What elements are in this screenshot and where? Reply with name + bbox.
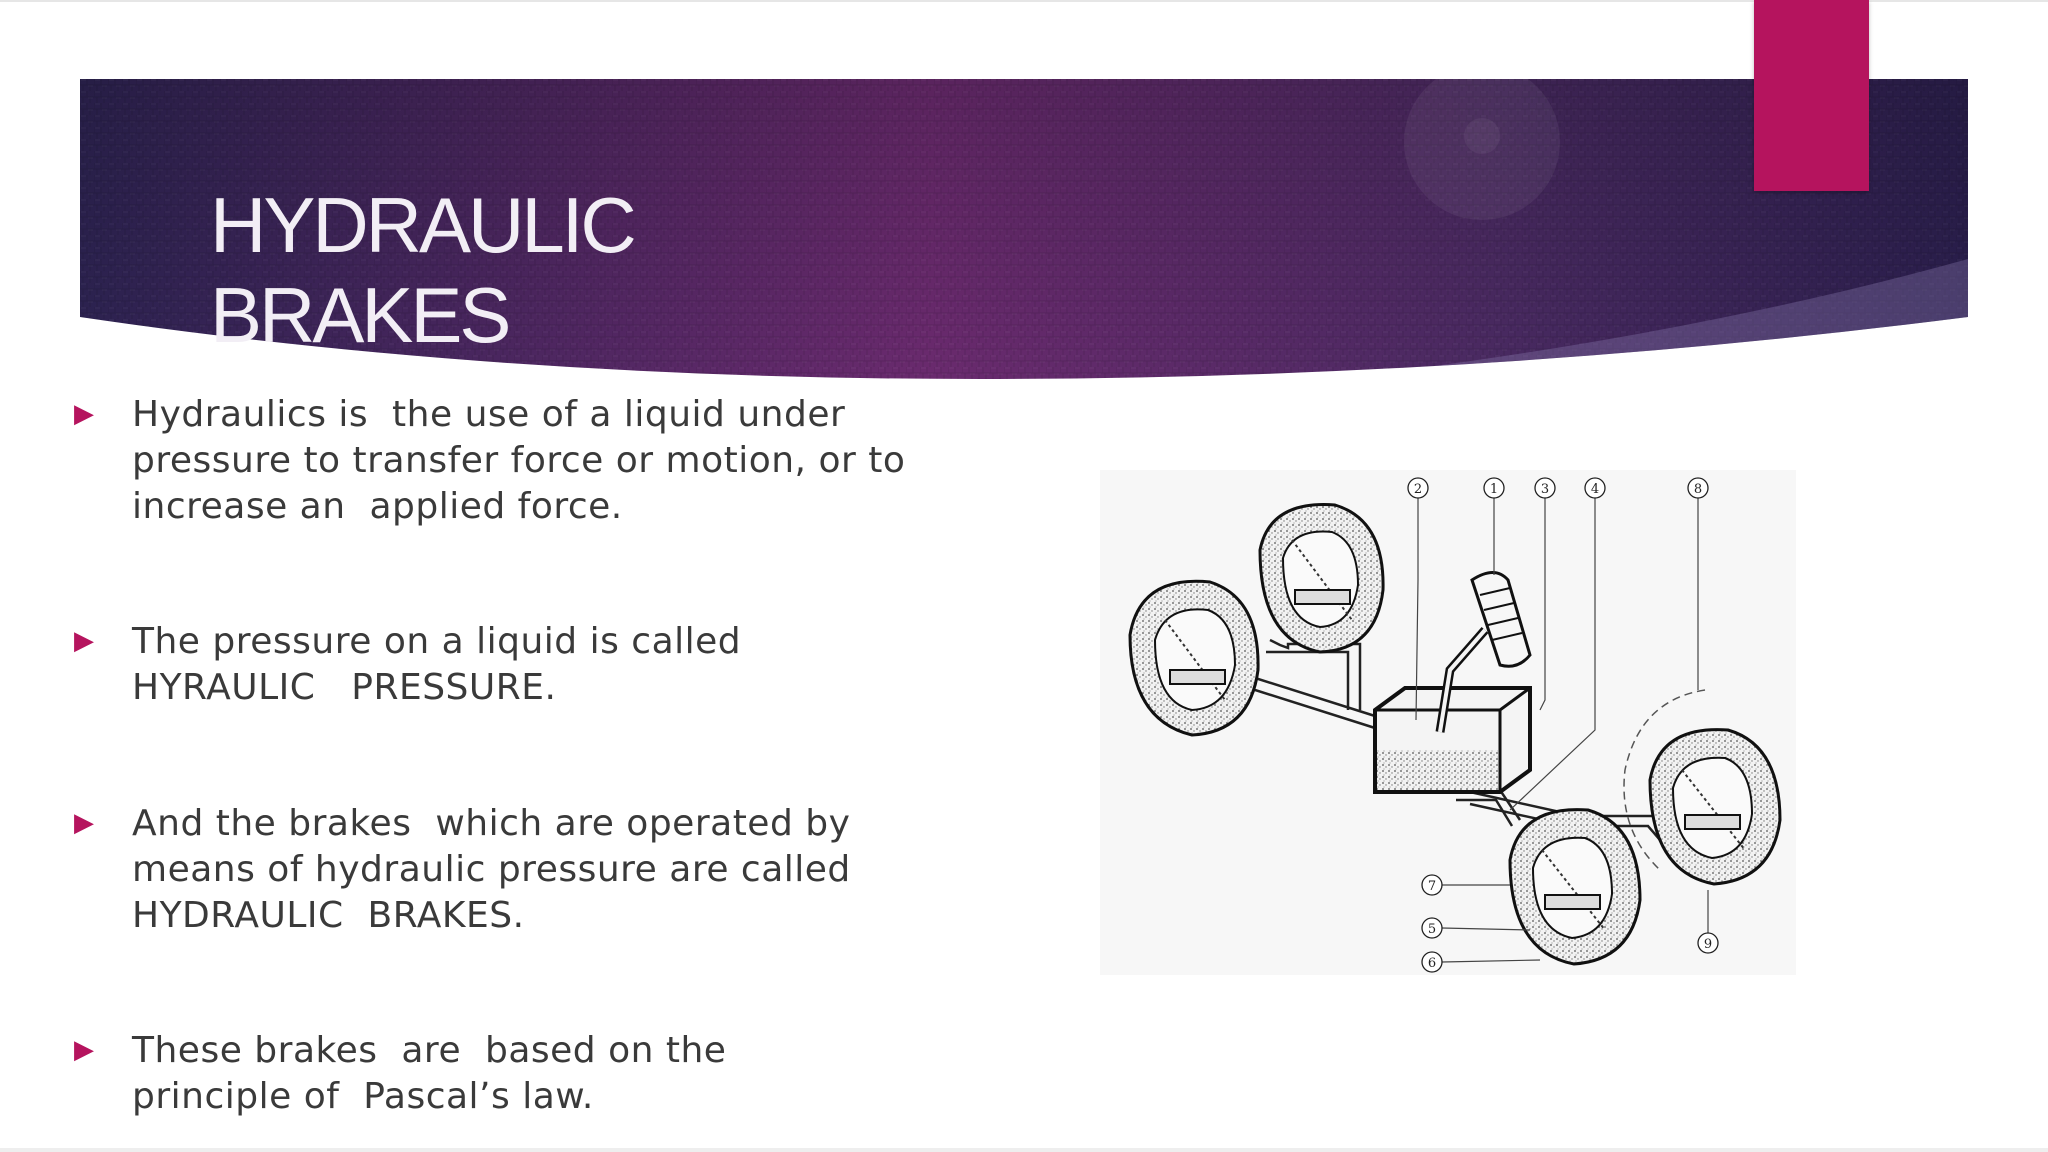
top-divider: [0, 0, 2048, 2]
title-banner: [80, 79, 1968, 379]
bullet-arrow-icon: ▶: [74, 399, 94, 429]
bullet-line: The pressure on a liquid is called: [132, 621, 742, 662]
bullet-line: HYDRAULIC BRAKES.: [132, 895, 525, 936]
bullet-text: And the brakes which are operated by mea…: [132, 801, 972, 939]
callout-number: 4: [1591, 482, 1599, 497]
brake-drum-rear-left: [1508, 808, 1642, 966]
bullet-line: HYRAULIC PRESSURE.: [132, 667, 557, 708]
callout-2: 2: [1407, 477, 1429, 499]
callout-number: 8: [1694, 482, 1702, 497]
callout-number: 5: [1428, 922, 1436, 937]
bullet-line: Hydraulics is the use of a liquid under: [132, 394, 846, 435]
callout-number: 3: [1541, 482, 1549, 497]
bullet-arrow-icon: ▶: [74, 1035, 94, 1065]
callout-4: 4: [1584, 477, 1606, 499]
callout-7: 7: [1421, 874, 1443, 896]
brake-drum-front-right: [1258, 503, 1385, 654]
bottom-divider: [0, 1148, 2048, 1152]
bullet-text: The pressure on a liquid is called HYRAU…: [132, 619, 972, 711]
bullet-line: These brakes are based on the: [132, 1030, 727, 1071]
callout-9: 9: [1697, 932, 1719, 954]
accent-tab: [1754, 0, 1869, 191]
callout-number: 7: [1428, 879, 1436, 894]
brake-drum-front-left: [1128, 579, 1260, 737]
brake-pedal: [1435, 571, 1532, 733]
bullet-arrow-icon: ▶: [74, 626, 94, 656]
callout-6: 6: [1421, 951, 1443, 973]
callout-number: 1: [1490, 482, 1498, 497]
bullet-line: pressure to transfer force or motion, or…: [132, 440, 906, 481]
hydraulic-brake-diagram: 2 1 3 4 8: [1100, 470, 1796, 975]
bullet-text: These brakes are based on the principle …: [132, 1028, 972, 1120]
callout-3: 3: [1534, 477, 1556, 499]
callout-1: 1: [1483, 477, 1505, 499]
leader-lines: [1415, 495, 1709, 963]
callout-8: 8: [1687, 477, 1709, 499]
wheel-outline: [1623, 689, 1706, 871]
bullet-arrow-icon: ▶: [74, 808, 94, 838]
callout-number: 2: [1414, 482, 1422, 497]
bullet-line: principle of Pascal’s law.: [132, 1076, 594, 1117]
title-line: HYDRAULIC: [210, 181, 637, 269]
master-cylinder: [1373, 686, 1532, 794]
slide-title: HYDRAULIC BRAKES: [210, 180, 910, 360]
title-line: BRAKES: [210, 271, 511, 359]
bullet-line: increase an applied force.: [132, 486, 623, 527]
bullet-line: means of hydraulic pressure are called: [132, 849, 851, 890]
brake-drum-rear-right: [1648, 728, 1782, 886]
bullet-text: Hydraulics is the use of a liquid under …: [132, 392, 972, 530]
callout-number: 6: [1428, 956, 1436, 971]
bullet-line: And the brakes which are operated by: [132, 803, 851, 844]
callout-5: 5: [1421, 917, 1443, 939]
callout-number: 9: [1704, 937, 1712, 952]
